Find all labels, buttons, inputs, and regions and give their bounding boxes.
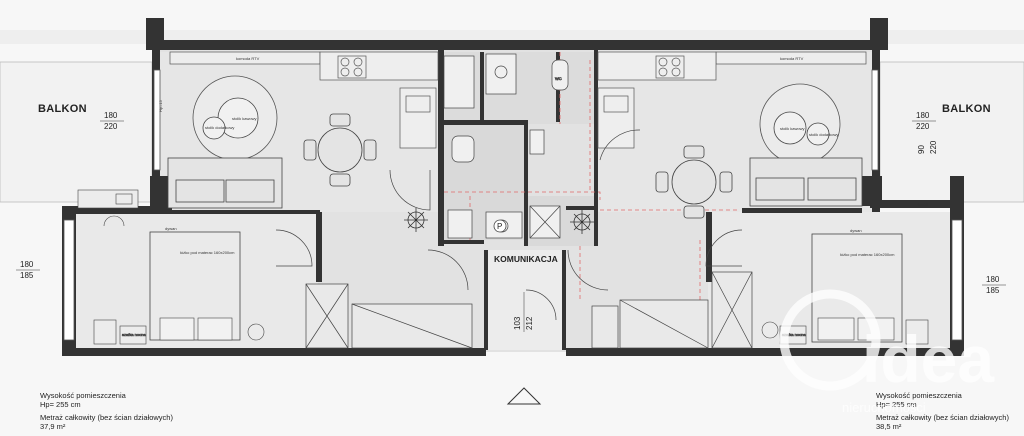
notes-right: Wysokość pomieszczenia Hp= 255 cm Metraż…	[876, 391, 1009, 431]
svg-text:220: 220	[916, 122, 930, 131]
shaft-marker: P	[493, 219, 507, 233]
svg-text:P: P	[497, 222, 502, 231]
balcony-left-label: BALKON	[38, 103, 87, 115]
bathroom-fixtures: WC	[443, 53, 569, 239]
notes-right-area-title: Metraż całkowity (bez ścian działowych)	[876, 413, 1009, 422]
svg-text:212: 212	[525, 316, 534, 330]
svg-text:180: 180	[986, 275, 1000, 284]
dims-side-small: 90 220	[917, 140, 938, 154]
doors-right	[525, 129, 743, 321]
svg-text:103: 103	[513, 316, 522, 330]
bed-left-label: łóżko pod materac 160x200cm	[180, 250, 235, 255]
wardrobe-right	[591, 271, 753, 349]
rug-left: stolik kawowy stolik dodatkowy	[192, 75, 278, 161]
dims-left-top: 180 220	[100, 111, 124, 131]
wc-left-label: WC	[555, 76, 562, 81]
balcony-right-label: BALKON	[942, 103, 991, 115]
plant-left	[404, 208, 428, 232]
notes-left-height-value: Hp= 255 cm	[40, 400, 81, 409]
bed-left: łóżko pod materac 160x200cm dywan	[149, 226, 241, 341]
rtv-right: komoda RTV	[715, 51, 867, 65]
corridor-dims: 103 212	[513, 292, 534, 332]
bed-left-rug-label: dywan	[165, 226, 177, 231]
dim-hp15-right: Hp=15	[916, 202, 929, 207]
notes-right-area-value: 38,5 m²	[876, 422, 902, 431]
coffee-table-right-label: stolik kawowy	[780, 126, 804, 131]
corridor-area	[486, 250, 566, 350]
wardrobe-left	[305, 283, 473, 349]
bed-right-rug-label: dywan	[850, 228, 862, 233]
watermark-logo-text: idea	[862, 322, 995, 396]
notes-left-area-title: Metraż całkowity (bez ścian działowych)	[40, 413, 173, 422]
kitchen-left	[319, 51, 439, 149]
rtv-left-label: komoda RTV	[236, 56, 260, 61]
watermark-tagline: nieruchomości	[842, 400, 926, 415]
nightstand-right-label: szafka nocna	[782, 332, 806, 337]
bed-right: łóżko pod materac 160x200cm dywan	[811, 228, 903, 343]
doors-left	[275, 169, 469, 291]
side-table-right-label: stolik dodatkowy	[809, 132, 838, 137]
side-table-left-label: stolik dodatkowy	[205, 125, 234, 130]
svg-text:220: 220	[929, 140, 938, 154]
dims-right-top: 180 220	[912, 111, 936, 131]
chair-left-bed	[247, 323, 265, 341]
entrance-arrow	[506, 387, 542, 405]
svg-text:185: 185	[20, 271, 34, 280]
dining-table-left	[303, 113, 377, 187]
svg-text:180: 180	[916, 111, 930, 120]
walls	[62, 18, 964, 356]
watermark-logo: idea nieruchomości	[779, 289, 995, 415]
rug-right: stolik kawowy stolik dodatkowy	[759, 83, 841, 165]
notes-left-height-title: Wysokość pomieszczenia	[40, 391, 127, 400]
svg-text:180: 180	[20, 260, 34, 269]
dims-right-mid: 180 185	[982, 275, 1006, 295]
plant-center	[570, 210, 594, 234]
notes-left: Wysokość pomieszczenia Hp= 255 cm Metraż…	[40, 391, 173, 431]
windows	[63, 69, 963, 341]
dims-left-mid: 180 185	[16, 260, 40, 280]
bed-right-label: łóżko pod materac 160x200cm	[840, 252, 895, 257]
sofa-left	[167, 157, 283, 209]
coffee-table-left-label: stolik kawowy	[232, 116, 256, 121]
corridor-label: KOMUNIKACJA	[494, 254, 558, 264]
dim-hp15-left: Hp=15	[158, 99, 163, 112]
svg-text:180: 180	[104, 111, 118, 120]
chair-right-bed	[761, 321, 779, 339]
kitchen-right	[597, 51, 717, 149]
notes-right-height-value: Hp= 255 cm	[876, 400, 917, 409]
sofa-right	[749, 157, 863, 207]
balcony-left-area	[0, 61, 153, 203]
dining-table-right	[655, 145, 733, 219]
svg-text:185: 185	[986, 286, 1000, 295]
nightstands-left: szafka nocna	[93, 319, 147, 345]
nightstand-left-label: szafka nocna	[122, 332, 146, 337]
notes-right-height-title: Wysokość pomieszczenia	[876, 391, 963, 400]
rtv-left: komoda RTV	[169, 51, 321, 65]
notes-left-area-value: 37,9 m²	[40, 422, 66, 431]
svg-text:90: 90	[917, 145, 926, 154]
svg-text:220: 220	[104, 122, 118, 131]
rtv-right-label: komoda RTV	[780, 56, 804, 61]
desk-left	[77, 189, 139, 227]
